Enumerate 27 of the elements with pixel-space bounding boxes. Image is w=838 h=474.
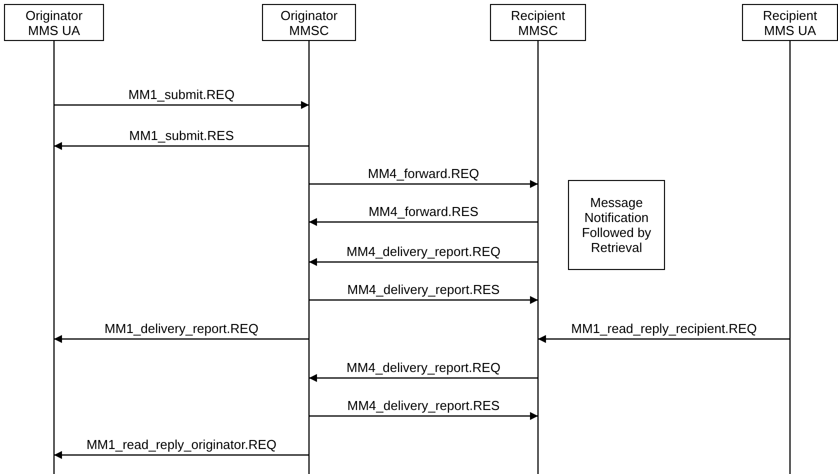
participant-box: Originator MMSC [262,4,356,41]
edge-label: MM1_read_reply_recipient.REQ [571,321,757,336]
note-box: Message Notification Followed by Retrieval [568,180,665,270]
edge-label: MM4_forward.RES [368,204,478,219]
arrow [54,335,309,343]
edge-label: MM4_delivery_report.RES [347,398,500,413]
arrow [309,218,538,226]
arrow [309,258,538,266]
arrow [54,451,309,459]
arrow [309,180,538,188]
arrow [538,335,790,343]
arrow [309,296,538,304]
arrow [54,142,309,150]
participant-box: Recipient MMS UA [742,4,838,41]
edge-label: MM4_forward.REQ [368,166,480,181]
edge-label: MM1_read_reply_originator.REQ [86,437,277,452]
edge-label: MM4_delivery_report.REQ [346,360,500,375]
arrow [309,412,538,420]
edge-label: MM4_delivery_report.REQ [346,244,500,259]
arrow [54,101,309,109]
edge-label: MM1_delivery_report.REQ [104,321,258,336]
participant-box: Originator MMS UA [4,4,104,41]
edge-label: MM1_submit.REQ [128,87,235,102]
participant-box: Recipient MMSC [490,4,586,41]
edge-label: MM1_submit.RES [129,128,234,143]
edge-label: MM4_delivery_report.RES [347,282,500,297]
arrow [309,374,538,382]
